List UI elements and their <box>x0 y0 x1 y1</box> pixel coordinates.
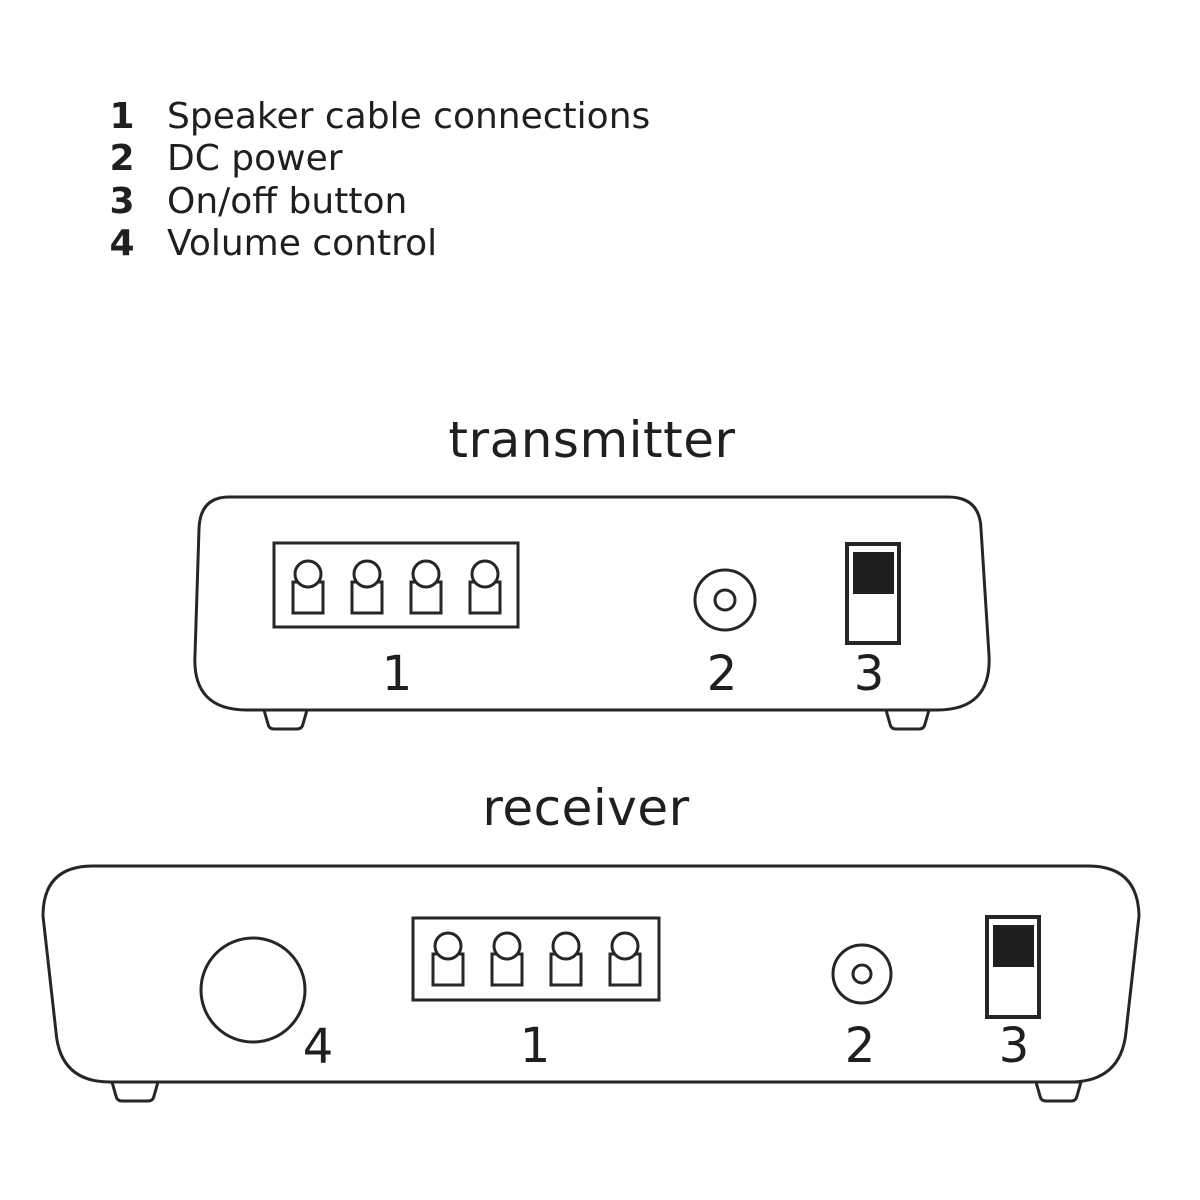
receiver-label-volume-knob: 4 <box>303 1019 334 1075</box>
transmitter-label-dc-power: 2 <box>707 646 738 702</box>
speaker-terminal <box>291 559 325 615</box>
legend-item-number: 2 <box>109 138 134 179</box>
power-switch-rocker <box>993 925 1034 967</box>
speaker-terminal-block <box>272 541 520 629</box>
volume-knob <box>199 936 307 1044</box>
transmitter-title: transmitter <box>448 411 735 469</box>
device-foot-left <box>110 1080 160 1103</box>
speaker-terminal <box>549 931 583 987</box>
legend-item-number: 4 <box>109 223 134 264</box>
dc-power-jack <box>831 943 893 1005</box>
legend-item-label: Speaker cable connections <box>167 96 650 137</box>
legend-item-number: 1 <box>109 96 134 137</box>
power-switch <box>845 542 901 645</box>
dc-power-jack <box>693 568 757 632</box>
receiver-title: receiver <box>482 779 689 837</box>
speaker-terminal-block <box>411 916 661 1002</box>
receiver-section: receiver 4 1 2 3 <box>41 779 1141 1103</box>
speaker-terminal <box>409 559 443 615</box>
speaker-terminal <box>490 931 524 987</box>
receiver-label-speaker-terminals: 1 <box>520 1018 551 1074</box>
legend-item-number: 3 <box>109 181 134 222</box>
receiver-label-dc-power: 2 <box>845 1018 876 1074</box>
legend: 1 Speaker cable connections 2 DC power 3… <box>109 96 650 264</box>
transmitter-section: transmitter 1 2 3 <box>193 411 991 731</box>
transmitter-label-power-switch: 3 <box>854 646 885 702</box>
speaker-terminal <box>431 931 465 987</box>
device-foot-right <box>1034 1080 1083 1103</box>
receiver-label-power-switch: 3 <box>999 1018 1030 1074</box>
legend-item-label: On/off button <box>167 181 407 222</box>
power-switch <box>985 915 1041 1019</box>
power-switch-rocker <box>853 552 894 594</box>
speaker-terminal <box>350 559 384 615</box>
transmitter-label-speaker-terminals: 1 <box>382 646 413 702</box>
device-foot-left <box>262 708 309 731</box>
legend-item-label: Volume control <box>167 223 437 264</box>
speaker-terminal <box>468 559 502 615</box>
speaker-terminal <box>608 931 642 987</box>
legend-item-label: DC power <box>167 138 343 179</box>
device-foot-right <box>884 708 931 731</box>
